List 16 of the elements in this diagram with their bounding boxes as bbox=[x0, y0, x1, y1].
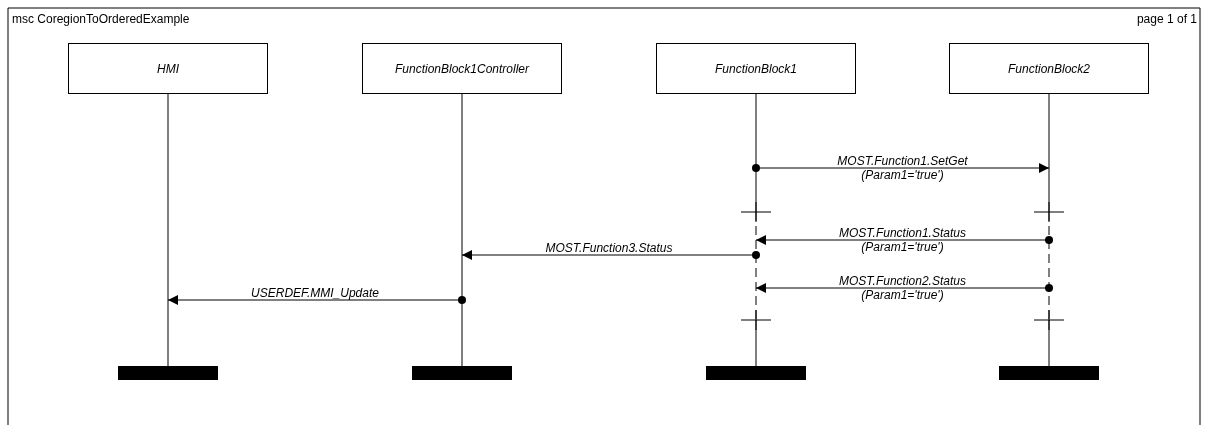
diagram-title: msc CoregionToOrderedExample bbox=[12, 12, 190, 26]
message-label: MOST.Function3.Status bbox=[545, 241, 673, 255]
page-number: page 1 of 1 bbox=[1136, 12, 1197, 26]
message-label: MOST.Function2.Status (Param1='true') bbox=[839, 274, 966, 302]
instance-box: FunctionBlock1Controller bbox=[362, 43, 562, 94]
instance-box: FunctionBlock1 bbox=[656, 43, 856, 94]
instance-box: FunctionBlock2 bbox=[949, 43, 1149, 94]
message-arrow bbox=[167, 295, 466, 305]
message-arrow bbox=[461, 250, 760, 260]
message-arrow bbox=[752, 163, 1050, 173]
message-label: MOST.Function1.Status (Param1='true') bbox=[839, 226, 966, 254]
instance-box: HMI bbox=[68, 43, 268, 94]
message-arrow bbox=[755, 283, 1053, 293]
message-arrow bbox=[755, 235, 1053, 245]
message-label: USERDEF.MMI_Update bbox=[251, 286, 379, 300]
message-label: MOST.Function1.SetGet (Param1='true') bbox=[837, 154, 968, 182]
